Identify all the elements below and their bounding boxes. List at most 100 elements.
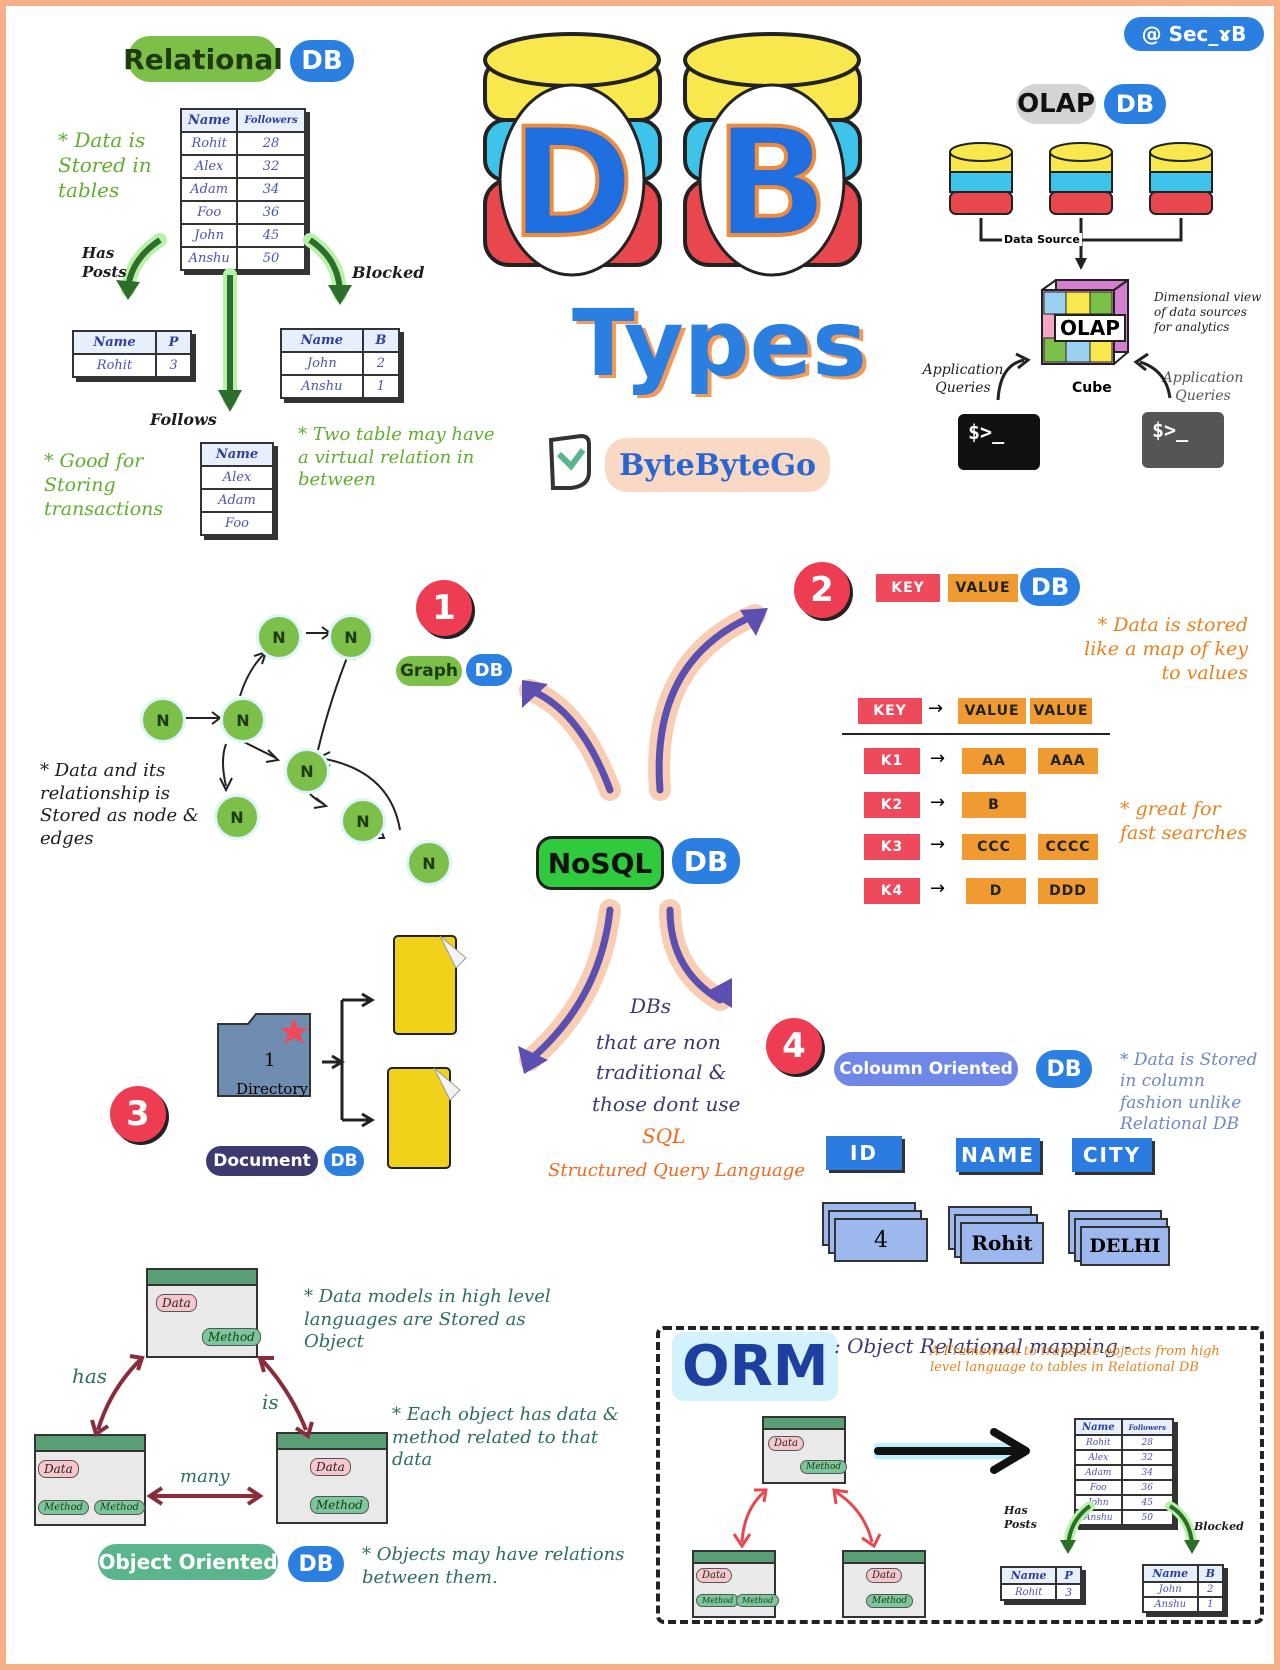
cell: Alex [1074, 1449, 1123, 1466]
cell: 36 [1120, 1479, 1174, 1496]
terminal-right[interactable]: $>_ [1142, 412, 1224, 468]
object-data-tag: Data [310, 1458, 351, 1476]
orm-method-tag: Method [696, 1594, 740, 1607]
cell: 2 [361, 351, 401, 376]
cell: 1 [1196, 1596, 1224, 1613]
cell: 45 [236, 223, 306, 248]
kv-row-key: K1 [864, 748, 920, 774]
nosql-desc-4: those dont use [592, 1092, 741, 1116]
object-method-tag: Method [310, 1496, 369, 1514]
cell: 28 [1120, 1434, 1174, 1451]
big-letter-b: B [715, 97, 829, 271]
section-number-1: 1 [416, 580, 472, 636]
database-icon [1149, 142, 1213, 215]
cell: 50 [1120, 1509, 1174, 1526]
database-icon [1049, 142, 1113, 215]
object-note-models: * Data models in high level languages ar… [304, 1286, 551, 1352]
col-header: B [1196, 1564, 1224, 1583]
cell: Adam [179, 177, 239, 202]
follows-table: Name Alex Adam Foo [200, 442, 274, 536]
kv-divider [842, 733, 1110, 735]
orm-data-tag: Data [866, 1568, 902, 1583]
cell: Foo [179, 200, 239, 225]
object-oriented-label: Object Oriented [98, 1544, 278, 1580]
kv-row-value: B [962, 792, 1026, 818]
object-note-relations: * Objects may have relations between the… [362, 1544, 625, 1588]
orm-big-arrow [874, 1428, 1030, 1474]
col-header: Name [1142, 1564, 1199, 1583]
graph-node: N [256, 614, 302, 660]
document-label: Document [206, 1146, 318, 1176]
col-header: Name [200, 442, 274, 467]
section-number-4: 4 [766, 1018, 822, 1074]
col-header: Followers [1120, 1418, 1174, 1436]
graph-node: N [220, 697, 266, 743]
folder-number: 1 [264, 1050, 276, 1071]
cell: Anshu [179, 246, 239, 271]
directory-folder-icon [217, 1013, 311, 1097]
document-db-badge: DB [324, 1146, 364, 1176]
orm-title: : Object Relational mapping - [834, 1334, 1131, 1358]
relational-arrows [116, 233, 352, 412]
graph-node: N [214, 794, 260, 840]
relation-label-many: many [180, 1466, 230, 1487]
col-header: Name [999, 1566, 1058, 1585]
cell: Alex [200, 465, 274, 490]
cell: Adam [200, 488, 274, 513]
kv-row-value: AA [962, 748, 1026, 774]
nosql-sql: SQL [642, 1124, 686, 1148]
orm-object-arrows [732, 1488, 882, 1549]
kv-row-value2: AAA [1038, 748, 1098, 774]
cell: John [1142, 1581, 1199, 1598]
app-queries-left: Application Queries [922, 362, 1004, 396]
cell: 2 [1196, 1581, 1224, 1598]
object-db-badge: DB [288, 1546, 344, 1582]
cell: Foo [1074, 1479, 1123, 1496]
folder-label: Directory [236, 1080, 308, 1098]
nosql-desc-2: that are non [596, 1030, 721, 1054]
olap-cube-text: OLAP [1054, 314, 1126, 342]
kv-row-key: K3 [864, 834, 920, 860]
terminal-left[interactable]: $>_ [958, 414, 1040, 470]
relational-note-virtual: * Two table may have a virtual relation … [298, 424, 495, 490]
db-logo: D B [483, 32, 862, 277]
cell: 36 [236, 200, 306, 225]
document-tree-lines [322, 992, 375, 1128]
kv-header-key: KEY [858, 698, 922, 724]
nosql-db-badge: DB [672, 838, 740, 884]
database-icon [949, 142, 1013, 215]
relational-label: Relational [123, 36, 283, 82]
column-header-city: CITY [1072, 1138, 1152, 1172]
kv-note-fast: * great for fast searches [1120, 798, 1248, 844]
kv-header-value2: VALUE [1030, 698, 1092, 724]
author-handle[interactable]: @ Sec_ɤB [1124, 17, 1264, 51]
col-header: Name [1074, 1418, 1123, 1436]
kv-db-badge: DB [1020, 568, 1080, 606]
table-row: Adam [200, 488, 274, 513]
kv-key-label: KEY [876, 574, 940, 602]
graph-db-badge: DB [466, 654, 512, 686]
title-types: Types [572, 290, 867, 397]
orm-label-has-posts: Has Posts [1004, 1504, 1037, 1531]
app-queries-right: Application Queries [1162, 370, 1244, 404]
column-note: * Data is Stored in column fashion unlik… [1120, 1050, 1258, 1134]
arrow-label-follows: Follows [150, 410, 217, 429]
object-data-tag: Data [38, 1460, 79, 1478]
graph-label: Graph [396, 656, 462, 686]
table-row: Foo [200, 511, 274, 536]
arrow-right-icon: → [930, 878, 946, 899]
orm-data-tag: Data [696, 1568, 732, 1583]
arrow-right-icon: → [930, 834, 946, 855]
col-header: Name [179, 108, 239, 133]
cell: 3 [154, 353, 193, 378]
relational-note-tables: * Data is Stored in tables [58, 128, 152, 202]
graph-node: N [284, 748, 330, 794]
kv-row-key: K2 [864, 792, 920, 818]
